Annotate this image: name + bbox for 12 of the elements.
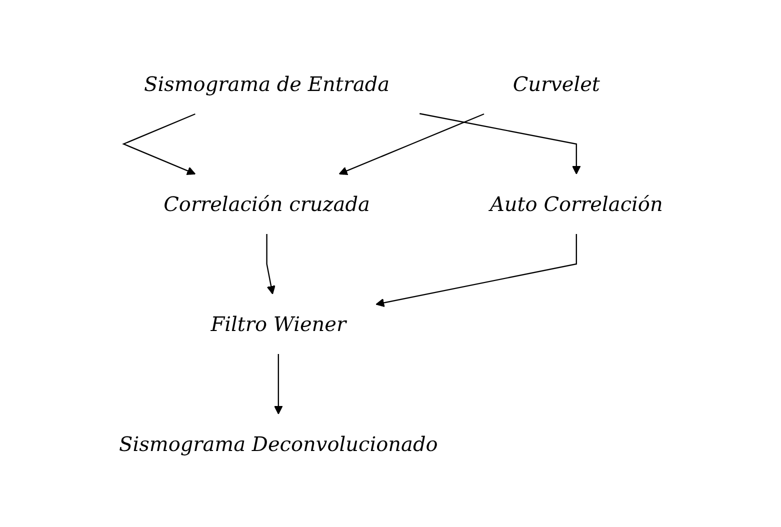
arrow (274, 354, 282, 414)
arrow (375, 234, 577, 307)
arrow (338, 112, 484, 175)
node-text: Sismograma Deconvolucionado (118, 431, 438, 456)
arrow (122, 112, 196, 174)
node-text: Curvelet (512, 72, 600, 96)
node-text: Sismograma de Entrada (144, 72, 390, 96)
node-text: Correlación cruzada (163, 191, 370, 216)
node-text: Filtro Wiener (210, 311, 346, 336)
node-text: Auto Correlación (490, 191, 662, 216)
arrow (266, 234, 275, 294)
arrow (419, 112, 580, 174)
